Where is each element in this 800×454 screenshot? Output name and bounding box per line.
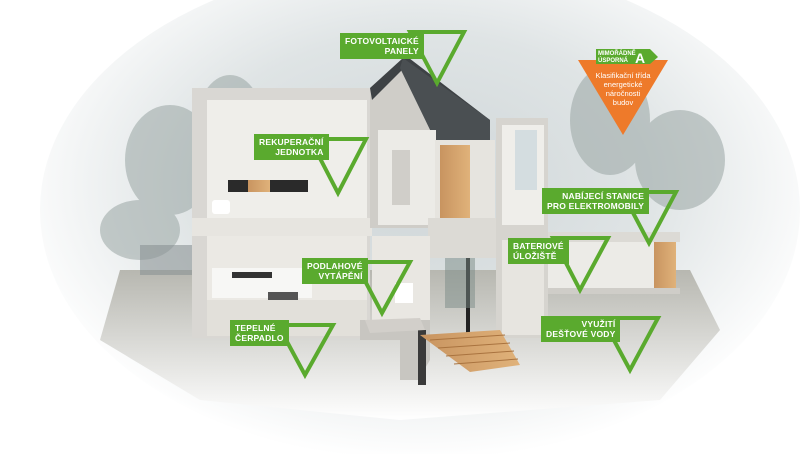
label-bateriove-uloziste: BATERIOVÉ ÚLOŽIŠTĚ [508, 238, 569, 264]
projecting-box [428, 218, 496, 258]
label-podlahove-vytapeni: PODLAHOVÉ VYTÁPĚNÍ [302, 258, 368, 284]
right-window [515, 130, 537, 190]
foundation-cut [360, 320, 430, 380]
energy-badge-triangle [578, 60, 668, 135]
left-floor-slab [192, 218, 372, 236]
left-upper-window-wood [248, 180, 270, 192]
energy-grade: A [635, 50, 646, 66]
wood-cladding [440, 145, 470, 223]
kitchen-worktop [232, 272, 272, 278]
fence [140, 245, 200, 275]
label-fotovoltaicke-panely: FOTOVOLTAICKÉ PANELY [340, 33, 424, 59]
label-rekuperacni-jednotka: REKUPERAČNÍ JEDNOTKA [254, 134, 329, 160]
garage-wood [654, 242, 676, 290]
marker-bateriove [549, 236, 612, 295]
energy-badge-arrow [596, 49, 658, 64]
marker-tepelne [274, 323, 337, 380]
garage-slab [548, 288, 680, 294]
garage-roof [548, 232, 680, 242]
stair-glass [445, 258, 475, 308]
center-door [392, 150, 410, 205]
label-vyuziti-destove-vody: VYUŽITÍ DEŠŤOVÉ VODY [541, 316, 621, 342]
energy-rating-label: MIMOŘÁDNĚ ÚSPORNÁ [598, 51, 636, 64]
energy-class-description: Klasifikační třída energetické náročnost… [595, 71, 651, 107]
washing-machine [395, 283, 413, 303]
wooden-deck [420, 330, 520, 372]
entrance-path [365, 318, 425, 333]
marker-destova [598, 316, 662, 375]
label-nabijeci-stanice: NABÍJECÍ STANICE PRO ELEKTROMOBILY [542, 188, 650, 214]
marker-podlahove [351, 260, 414, 318]
label-tepelne-cerpadlo: TEPELNÉ ČERPADLO [230, 320, 289, 346]
foundation-dark [418, 330, 426, 385]
roof-face [400, 58, 490, 140]
marker-rekuperacni [306, 137, 370, 198]
bathtub [212, 200, 230, 214]
energy-efficiency-badge: MIMOŘÁDNĚ ÚSPORNÁ A Klasifikační třída e… [578, 49, 668, 135]
